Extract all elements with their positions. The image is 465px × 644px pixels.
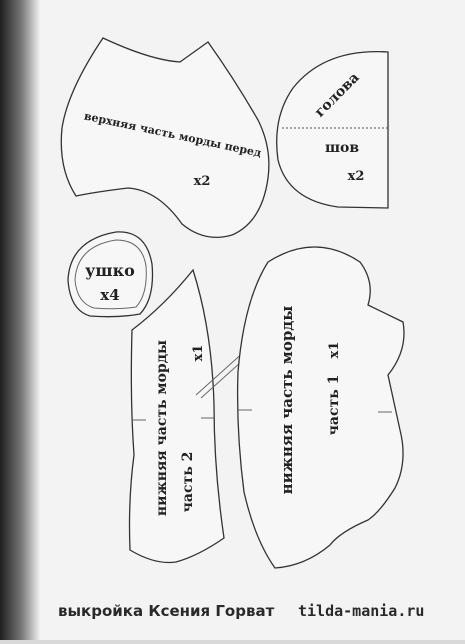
scan-shadow-edge xyxy=(0,0,40,640)
ear-inner-line xyxy=(74,239,147,310)
piece-upper-muzzle: верхняя часть морды перед x2 xyxy=(60,37,270,238)
footer-credit: выкройка Ксения Горват xyxy=(58,602,275,620)
upper-muzzle-count: x2 xyxy=(194,174,211,189)
ear-label: ушко xyxy=(85,261,135,280)
lower-muzzle-1-part: часть 1 xyxy=(326,375,342,436)
lower-muzzle-2-count: x1 xyxy=(191,345,206,362)
head-count: x2 xyxy=(348,169,365,184)
piece-lower-muzzle-1: нижняя часть морды часть 1 x1 xyxy=(236,246,405,569)
upper-muzzle-outline xyxy=(60,37,270,238)
lower-muzzle-1-count: x1 xyxy=(327,342,342,359)
ear-count: x4 xyxy=(100,286,119,304)
piece-head: голова шов x2 xyxy=(276,50,389,209)
head-outline xyxy=(276,50,389,209)
lower-muzzle-1-outline xyxy=(236,246,405,569)
lower-muzzle-2-part: часть 2 xyxy=(180,452,196,513)
footer-site: tilda-mania.ru xyxy=(298,602,424,620)
head-seam-label: шов xyxy=(325,140,359,156)
ear-outline xyxy=(67,231,154,318)
piece-lower-muzzle-2: нижняя часть морды часть 2 x1 xyxy=(128,268,225,564)
piece-ear: ушко x4 xyxy=(67,231,154,318)
lower-muzzle-2-outline xyxy=(128,268,225,564)
lower-muzzle-1-label: нижняя часть морды xyxy=(278,306,296,495)
lower-muzzle-2-label: нижняя часть морды xyxy=(154,340,170,516)
